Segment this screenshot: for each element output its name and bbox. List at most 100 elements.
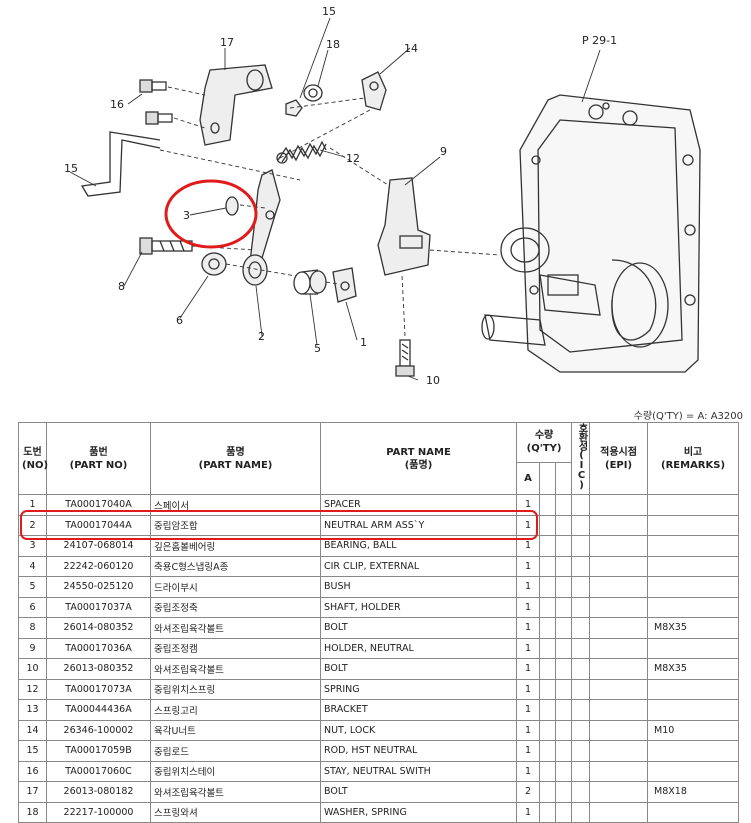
cell-epi xyxy=(589,740,649,762)
col-header-remarks: 비고(REMARKS) xyxy=(647,422,740,495)
callout-5: 5 xyxy=(314,342,321,355)
cell-part-name-en: HOLDER, NEUTRAL xyxy=(320,637,517,659)
cell-ic xyxy=(571,740,591,762)
cell-remarks xyxy=(647,596,740,618)
neutral-arm-2 xyxy=(242,169,281,286)
col-header-qty-blank-2 xyxy=(554,461,573,496)
cell-epi xyxy=(589,781,649,803)
rod-15 xyxy=(80,131,161,197)
cell-part-no: 24550-025120 xyxy=(46,576,151,598)
parts-list-table: 도번(NO) 품번(PART NO) 품명(PART NAME) PART NA… xyxy=(18,422,740,823)
cell-qty-a: 1 xyxy=(516,719,540,741)
cell-remarks: M10 xyxy=(647,719,740,741)
cell-ic xyxy=(571,555,591,577)
cell-epi xyxy=(589,801,649,823)
col-header-qty-a: A xyxy=(516,461,540,496)
cell-part-name-en: BOLT xyxy=(320,658,517,680)
col-header-qty: 수량(Q'TY) xyxy=(515,422,573,463)
cell-ic xyxy=(571,494,591,516)
callout-12: 12 xyxy=(346,152,360,165)
callout-labels: 17 15 18 14 16 15 12 9 3 8 6 2 5 1 10 P … xyxy=(64,5,617,387)
cell-qty-a: 1 xyxy=(516,555,540,577)
callout-17: 16 xyxy=(110,98,124,111)
cell-part-name-kr: 중립위치스프링 xyxy=(150,678,321,700)
callout-1: 1 xyxy=(360,336,367,349)
cell-qty-blank xyxy=(539,699,556,721)
highlight-circle-bearing xyxy=(164,179,258,249)
stay-neutral-16 xyxy=(199,64,273,146)
cell-epi xyxy=(589,760,649,782)
cell-part-name-en: ROD, HST NEUTRAL xyxy=(320,740,517,762)
cell-ic xyxy=(571,781,591,803)
cell-qty-blank xyxy=(554,494,573,516)
col-header-part-no: 품번(PART NO) xyxy=(46,422,151,495)
header-text-ic: 호환성(IC) xyxy=(576,423,588,490)
cell-ic xyxy=(571,699,591,721)
nut-14 xyxy=(285,99,303,117)
cell-qty-a: 2 xyxy=(516,781,540,803)
cell-part-name-kr: 와셔조립육각볼트 xyxy=(150,781,321,803)
cell-qty-blank xyxy=(539,719,556,741)
callout-14: 15 xyxy=(322,5,336,18)
cell-part-name-kr: 중립위치스테이 xyxy=(150,760,321,782)
cell-qty-a: 1 xyxy=(516,740,540,762)
cell-qty-blank xyxy=(554,719,573,741)
cell-epi xyxy=(589,617,649,639)
cell-epi xyxy=(589,678,649,700)
cell-no: 5 xyxy=(18,576,47,598)
quantity-note: 수량(Q'TY) = A: A3200 xyxy=(633,411,743,422)
cell-remarks xyxy=(647,535,740,557)
cell-qty-blank xyxy=(554,596,573,618)
cell-ic xyxy=(571,719,591,741)
col-header-ic: 호환성(IC) xyxy=(571,422,591,495)
cell-qty-blank xyxy=(539,678,556,700)
cell-part-name-en: NUT, LOCK xyxy=(320,719,517,741)
cell-ic xyxy=(571,678,591,700)
cell-ic xyxy=(571,658,591,680)
cell-remarks xyxy=(647,740,740,762)
cell-epi xyxy=(589,699,649,721)
cell-part-name-kr: 중립로드 xyxy=(150,740,321,762)
header-text-remarks: 비고(REMARKS) xyxy=(661,446,726,471)
cell-part-name-en: BUSH xyxy=(320,576,517,598)
cell-part-name-en: CIR CLIP, EXTERNAL xyxy=(320,555,517,577)
cell-qty-blank xyxy=(554,576,573,598)
callout-3: 3 xyxy=(183,209,190,222)
col-header-part-name-en: PART NAME(품명) xyxy=(320,422,517,495)
cell-qty-blank xyxy=(539,760,556,782)
cell-remarks xyxy=(647,555,740,577)
cell-qty-a: 1 xyxy=(516,760,540,782)
cell-remarks xyxy=(647,514,740,536)
cell-qty-blank xyxy=(554,678,573,700)
cell-no: 17 xyxy=(18,781,47,803)
cell-part-no: 26346-100002 xyxy=(46,719,151,741)
cell-remarks: M8X35 xyxy=(647,658,740,680)
cell-qty-blank xyxy=(554,760,573,782)
cell-remarks xyxy=(647,760,740,782)
cell-qty-blank xyxy=(539,781,556,803)
cell-part-name-kr: 중립조정축 xyxy=(150,596,321,618)
cell-remarks xyxy=(647,699,740,721)
cell-epi xyxy=(589,658,649,680)
bush-5 xyxy=(293,269,327,295)
shaft-holder-6 xyxy=(201,252,227,276)
cell-qty-blank xyxy=(539,494,556,516)
cell-remarks xyxy=(647,678,740,700)
cell-part-name-en: WASHER, SPRING xyxy=(320,801,517,823)
cell-qty-a: 1 xyxy=(516,637,540,659)
cell-no: 15 xyxy=(18,740,47,762)
cell-part-no: TA00017060C xyxy=(46,760,151,782)
cell-part-name-kr: 와셔조립육각볼트 xyxy=(150,658,321,680)
callout-16: 17 xyxy=(220,36,234,49)
cell-qty-blank xyxy=(539,596,556,618)
callout-15: 15 xyxy=(64,162,78,175)
page-reference: P 29-1 xyxy=(582,34,617,47)
